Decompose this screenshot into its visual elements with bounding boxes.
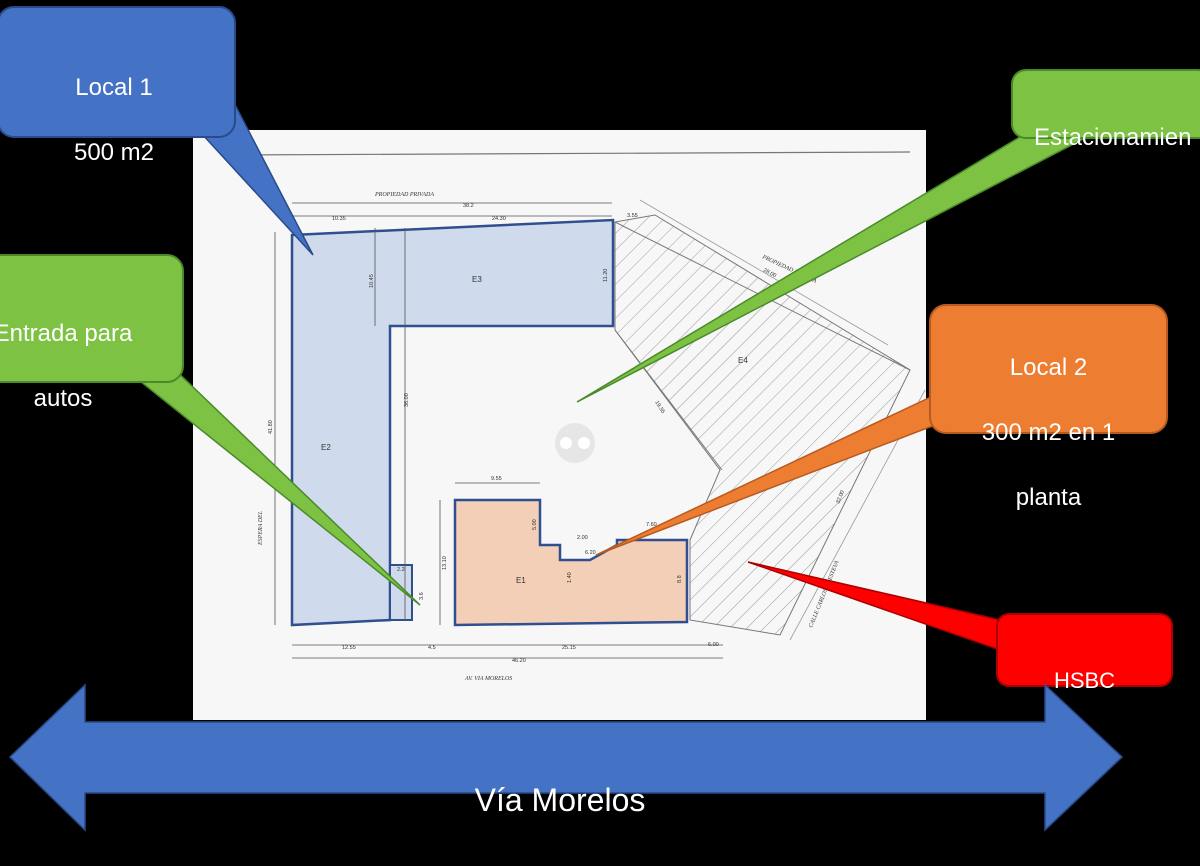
dim-label: 6.00 xyxy=(708,642,719,648)
zone-e3: E3 xyxy=(472,275,482,284)
via-morelos-label: Vía Morelos xyxy=(380,736,740,866)
dim-label: 4.5 xyxy=(428,645,436,651)
entrada-title: Entrada para xyxy=(0,320,133,348)
hsbc-callout xyxy=(996,613,1173,687)
dim-label: 1.40 xyxy=(567,572,573,583)
local-1-area xyxy=(290,218,615,627)
entrada-label: Entrada para autos xyxy=(0,286,166,448)
local-1-callout xyxy=(0,6,236,138)
plan-top-label: PROPIEDAD PRIVADA xyxy=(374,192,434,198)
local-2-floor: planta xyxy=(1015,483,1082,511)
via-morelos-title: Vía Morelos xyxy=(474,782,646,819)
plan-sheet xyxy=(193,130,926,720)
dim-label: 7.60 xyxy=(646,522,657,528)
dim-label: 8.8 xyxy=(677,575,683,583)
hsbc-title: HSBC xyxy=(1053,667,1116,693)
plan-left-label: ESPERA DEL xyxy=(258,510,264,546)
zone-e1: E1 xyxy=(516,576,526,585)
dim-label: 6.20 xyxy=(585,550,596,556)
entrada-callout xyxy=(0,254,184,383)
local-1-title: Local 1 xyxy=(75,74,153,102)
dim-label: 10.35 xyxy=(332,216,346,222)
dim-label: 2.2 xyxy=(397,567,405,573)
estacionamiento-label: Estacionamien xyxy=(1034,90,1191,187)
dim-label: 3.55 xyxy=(627,213,638,219)
dim-label: 3.6 xyxy=(419,592,425,600)
dim-label: 10.45 xyxy=(369,274,375,288)
dim-label: 32.00 xyxy=(835,490,846,505)
zone-e2: E2 xyxy=(321,443,331,452)
dim-label: 46.20 xyxy=(512,658,526,664)
dim-label: 25.15 xyxy=(562,645,576,651)
dim-label: 28.00 xyxy=(762,267,777,279)
hsbc-label: HSBC xyxy=(997,636,1172,725)
dim-label: 36.00 xyxy=(404,393,410,407)
via-morelos-arrow xyxy=(8,683,1124,832)
plan-bottom-label: AV. VIA MORELOS xyxy=(464,676,512,682)
dim-label: 24.30 xyxy=(492,216,506,222)
dim-label: 41.80 xyxy=(268,420,274,434)
local-2-label: Local 2 300 m2 en 1 planta xyxy=(930,320,1167,547)
entrada-subtitle: autos xyxy=(33,385,93,413)
dim-label: 9.55 xyxy=(491,476,502,482)
dim-label: 38.2 xyxy=(463,203,474,209)
local-1-size: 500 m2 xyxy=(73,139,155,167)
dim-label: 11.20 xyxy=(603,269,609,282)
estacionamiento-title: Estacionamien xyxy=(1034,124,1192,152)
local-2-title: Local 2 xyxy=(1009,354,1088,382)
dim-label: 2.00 xyxy=(577,535,588,541)
zone-e4: E4 xyxy=(738,356,748,365)
dim-label: 12.55 xyxy=(342,645,356,651)
local-2-callout xyxy=(929,304,1168,434)
local-1-label: Local 1 500 m2 xyxy=(0,40,228,202)
dim-label: 13.10 xyxy=(442,556,448,570)
estacionamiento-callout xyxy=(1011,69,1200,139)
local-2-size: 300 m2 en 1 xyxy=(981,419,1116,447)
dim-label: 5.00 xyxy=(532,519,538,530)
parking-area-e4 xyxy=(614,214,911,636)
